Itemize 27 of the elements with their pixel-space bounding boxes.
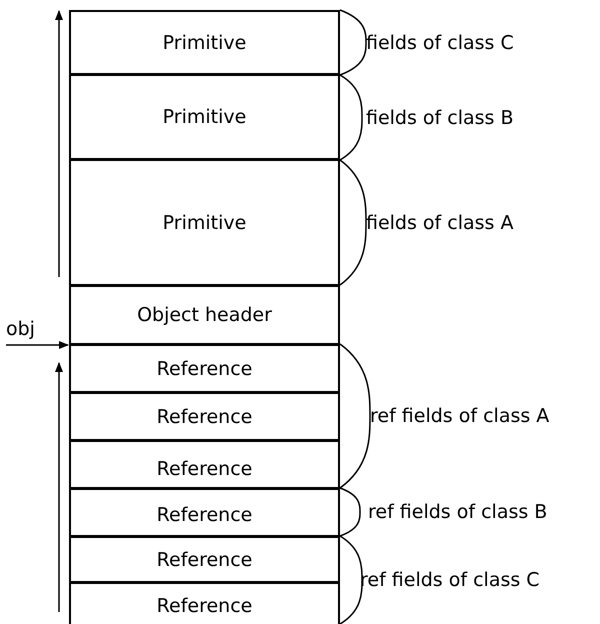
slot-label: Primitive (162, 106, 246, 128)
slot-label: Reference (156, 595, 252, 617)
field-group-label: ref fields of class A (370, 405, 550, 427)
memory-slot (69, 536, 340, 583)
slot-label: Primitive (162, 212, 246, 234)
memory-slot (69, 10, 340, 75)
pointer-label: obj (6, 318, 35, 340)
pointer-arrow (6, 341, 69, 349)
memory-slot (69, 74, 340, 160)
memory-slot (69, 159, 340, 286)
slot-label: Reference (156, 548, 252, 570)
slot-label: Object header (137, 304, 272, 326)
slot-label: Reference (156, 458, 252, 480)
field-group-label: fields of class A (366, 212, 514, 234)
slot-label: Reference (156, 406, 252, 428)
memory-slot (69, 488, 340, 537)
memory-slot (69, 392, 340, 441)
field-group-label: fields of class C (366, 32, 514, 54)
field-group-label: ref fields of class B (368, 501, 548, 523)
memory-slot (69, 440, 340, 489)
slot-label: Primitive (162, 32, 246, 54)
slot-label: Reference (156, 358, 252, 380)
memory-slot (69, 344, 340, 393)
field-group-label: fields of class B (366, 106, 514, 128)
memory-slot (69, 285, 340, 345)
slot-label: Reference (156, 504, 252, 526)
memory-slot (69, 582, 340, 624)
